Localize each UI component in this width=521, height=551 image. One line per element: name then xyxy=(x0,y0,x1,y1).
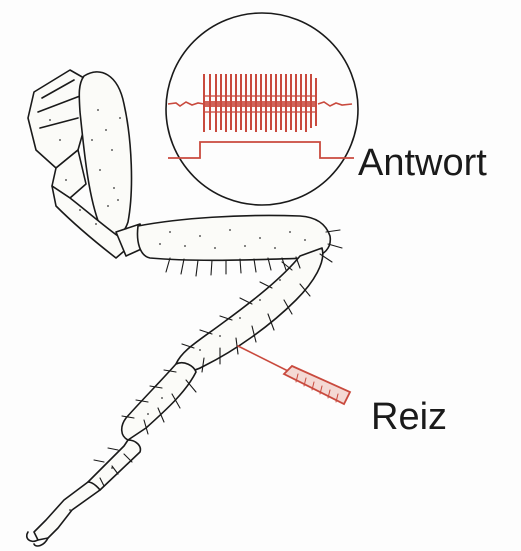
stimulus-label: Reiz xyxy=(371,398,447,436)
leg-tibia xyxy=(138,215,331,260)
leg-tarsus-tip xyxy=(34,482,100,540)
electrode-wire xyxy=(238,346,290,372)
leg-tarsus-3 xyxy=(88,440,140,491)
spike-train-inset xyxy=(166,13,358,205)
leg-tarsus-2 xyxy=(122,363,196,440)
stimulus-electrode xyxy=(238,346,350,404)
electrode-body xyxy=(284,366,350,404)
leg-tarsus-1 xyxy=(176,248,323,371)
response-label: Antwort xyxy=(358,144,487,182)
